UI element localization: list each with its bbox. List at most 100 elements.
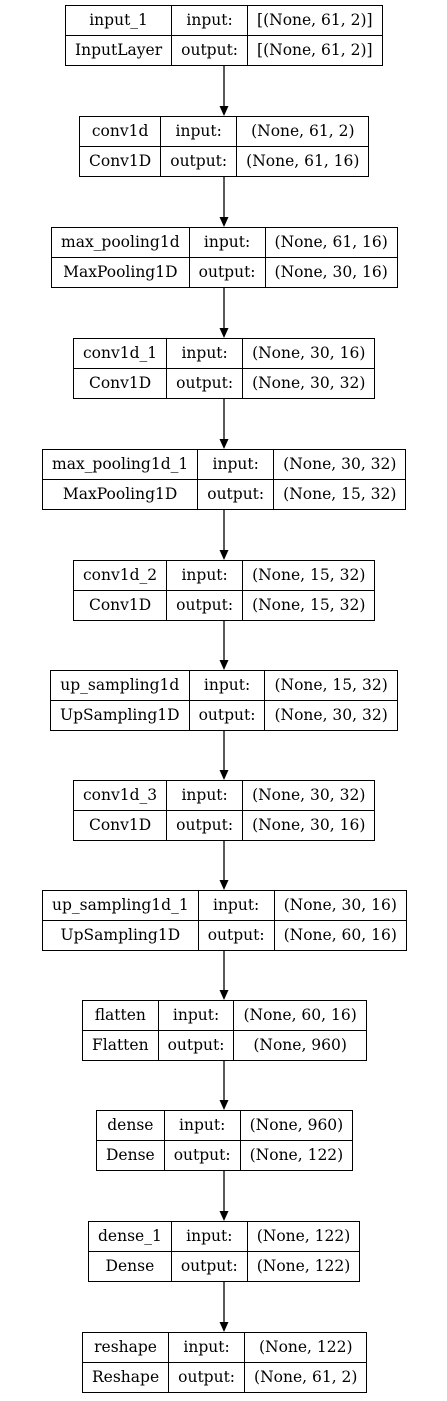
output-shape: (None, 30, 16) bbox=[242, 810, 376, 841]
input-label: input: bbox=[163, 1110, 241, 1141]
output-label: output: bbox=[188, 257, 266, 288]
input-shape: (None, 15, 32) bbox=[264, 670, 398, 701]
layer-name: conv1d bbox=[78, 116, 162, 147]
arrowhead-icon bbox=[219, 1322, 229, 1332]
arrowhead-icon bbox=[219, 1100, 229, 1110]
output-label: output: bbox=[168, 1362, 246, 1393]
layer-type: Conv1D bbox=[78, 146, 162, 177]
layer-type: MaxPooling1D bbox=[41, 479, 199, 510]
layer-type: UpSampling1D bbox=[50, 700, 190, 731]
output-shape: (None, 960) bbox=[233, 1030, 367, 1061]
input-shape: (None, 30, 32) bbox=[273, 449, 407, 480]
input-shape: (None, 122) bbox=[246, 1221, 361, 1252]
layer-type: Conv1D bbox=[72, 590, 168, 621]
arrowhead-icon bbox=[219, 217, 229, 227]
arrowhead-icon bbox=[219, 1211, 229, 1221]
output-label: output: bbox=[170, 1251, 248, 1282]
output-shape: (None, 122) bbox=[239, 1140, 354, 1171]
layer-type: MaxPooling1D bbox=[51, 257, 190, 288]
output-label: output: bbox=[160, 146, 238, 177]
arrowhead-icon bbox=[219, 550, 229, 560]
arrowhead-icon bbox=[219, 880, 229, 890]
input-shape: (None, 30, 16) bbox=[242, 338, 376, 369]
input-shape: (None, 15, 32) bbox=[242, 560, 376, 591]
layer-type: Reshape bbox=[81, 1362, 170, 1393]
layer-type: UpSampling1D bbox=[42, 920, 199, 951]
output-label: output: bbox=[197, 479, 275, 510]
layer-name: max_pooling1d_1 bbox=[41, 449, 199, 480]
layer-name: conv1d_3 bbox=[72, 780, 168, 811]
input-label: input: bbox=[160, 116, 238, 147]
output-shape: [(None, 61, 2)] bbox=[247, 35, 383, 66]
input-shape: (None, 960) bbox=[239, 1110, 354, 1141]
input-label: input: bbox=[168, 1332, 246, 1363]
layer-type: Conv1D bbox=[72, 810, 168, 841]
input-shape: [(None, 61, 2)] bbox=[247, 5, 383, 36]
input-label: input: bbox=[197, 890, 275, 921]
layer-name: dense bbox=[96, 1110, 165, 1141]
arrowhead-icon bbox=[219, 439, 229, 449]
layer-name: reshape bbox=[81, 1332, 170, 1363]
input-shape: (None, 60, 16) bbox=[233, 1000, 367, 1031]
input-label: input: bbox=[166, 560, 244, 591]
arrowhead-icon bbox=[219, 106, 229, 116]
output-shape: (None, 30, 16) bbox=[264, 257, 398, 288]
output-label: output: bbox=[188, 700, 266, 731]
layer-name: flatten bbox=[82, 1000, 159, 1031]
layer-name: dense_1 bbox=[88, 1221, 172, 1252]
arrowhead-icon bbox=[219, 990, 229, 1000]
layer-name: conv1d_2 bbox=[72, 560, 168, 591]
output-label: output: bbox=[197, 920, 275, 951]
arrowhead-icon bbox=[219, 770, 229, 780]
input-label: input: bbox=[188, 227, 266, 258]
output-shape: (None, 61, 16) bbox=[236, 146, 370, 177]
output-shape: (None, 30, 32) bbox=[264, 700, 398, 731]
layer-type: Dense bbox=[96, 1140, 165, 1171]
input-label: input: bbox=[157, 1000, 235, 1031]
output-label: output: bbox=[166, 368, 244, 399]
output-shape: (None, 60, 16) bbox=[273, 920, 407, 951]
input-label: input: bbox=[197, 449, 275, 480]
output-shape: (None, 122) bbox=[246, 1251, 361, 1282]
output-label: output: bbox=[166, 590, 244, 621]
input-shape: (None, 30, 32) bbox=[242, 780, 376, 811]
